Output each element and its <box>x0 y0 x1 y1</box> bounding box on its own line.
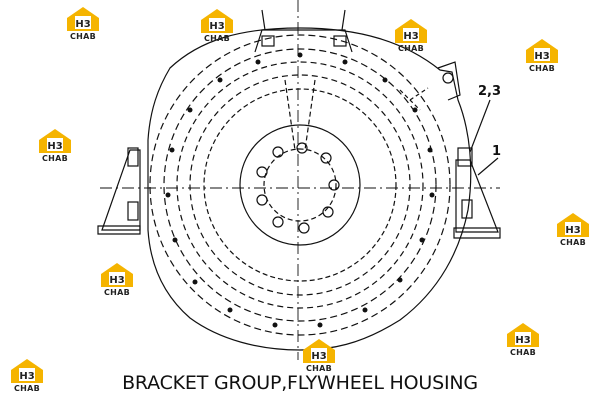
h3-logo-icon: H3 <box>39 129 71 153</box>
svg-text:H3: H3 <box>311 351 326 362</box>
watermark-logo: H3 CHAB <box>200 8 234 44</box>
watermark-logo: H3 CHAB <box>525 38 559 74</box>
svg-text:H3: H3 <box>209 21 224 32</box>
callout-1: 1 <box>492 144 502 159</box>
h3-logo-icon: H3 <box>201 9 233 33</box>
watermark-text: CHAB <box>509 348 537 357</box>
ring-3 <box>176 61 424 309</box>
h3-logo-icon: H3 <box>526 39 558 63</box>
watermark-text: CHAB <box>559 238 587 247</box>
watermark-text: CHAB <box>305 364 333 373</box>
watermark-text: CHAB <box>69 32 97 41</box>
watermark-logo: H3 CHAB <box>38 128 72 164</box>
watermark-text: CHAB <box>397 44 425 53</box>
svg-text:H3: H3 <box>47 141 62 152</box>
hub-ring <box>239 124 361 246</box>
h3-logo-icon: H3 <box>67 7 99 31</box>
h3-logo-icon: H3 <box>557 213 589 237</box>
svg-text:H3: H3 <box>109 275 124 286</box>
ring-5 <box>203 88 397 282</box>
svg-text:H3: H3 <box>515 335 530 346</box>
h3-logo-icon: H3 <box>11 359 43 383</box>
hub-inner <box>263 148 337 222</box>
watermark-text: CHAB <box>203 34 231 43</box>
svg-text:H3: H3 <box>534 51 549 62</box>
leader-1 <box>477 157 499 176</box>
h3-logo-icon: H3 <box>507 323 539 347</box>
top-flange <box>254 29 353 53</box>
ring-4 <box>189 74 411 296</box>
watermark-text: CHAB <box>41 154 69 163</box>
leader-23 <box>469 99 491 153</box>
callout-2-3: 2,3 <box>478 84 502 99</box>
svg-text:H3: H3 <box>19 371 34 382</box>
left-bracket <box>101 149 141 231</box>
watermark-logo: H3 CHAB <box>10 358 44 394</box>
watermark-text: CHAB <box>13 384 41 393</box>
watermark-text: CHAB <box>103 288 131 297</box>
h3-logo-icon: H3 <box>101 263 133 287</box>
watermark-logo: H3 CHAB <box>556 212 590 248</box>
h3-logo-icon: H3 <box>395 19 427 43</box>
svg-text:H3: H3 <box>403 31 418 42</box>
h3-logo-icon: H3 <box>303 339 335 363</box>
watermark-logo: H3 CHAB <box>302 338 336 374</box>
svg-text:H3: H3 <box>565 225 580 236</box>
ring-outer <box>149 34 451 336</box>
right-flange <box>437 61 461 101</box>
watermark-text: CHAB <box>528 64 556 73</box>
watermark-logo: H3 CHAB <box>506 322 540 358</box>
ring-2 <box>163 48 437 322</box>
svg-text:H3: H3 <box>75 19 90 30</box>
watermark-logo: H3 CHAB <box>394 18 428 54</box>
diagram-caption: BRACKET GROUP,FLYWHEEL HOUSING <box>122 372 478 394</box>
watermark-logo: H3 CHAB <box>66 6 100 42</box>
right-bracket <box>455 159 499 233</box>
watermark-logo: H3 CHAB <box>100 262 134 298</box>
